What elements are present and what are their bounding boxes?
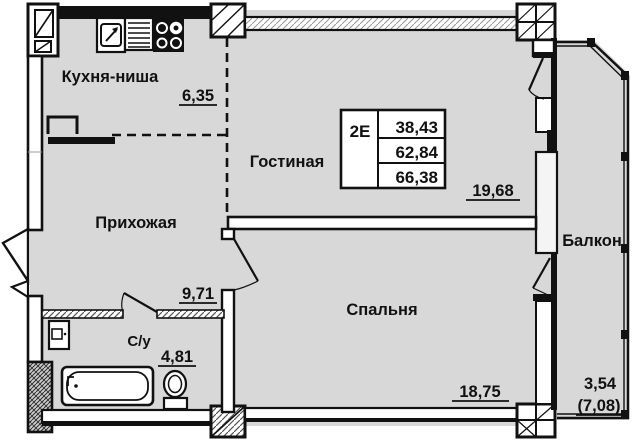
top-wall-kitchen [57,6,213,19]
balcony-area: 3,54 [584,375,617,393]
hallway-area: 9,71 [182,285,214,303]
legend-value-living: 38,43 [395,118,438,137]
bathroom-fixtures [47,319,189,411]
stove-icon [153,18,184,52]
balcony-label: Балкон [562,232,622,250]
bedroom-balcony-door-sill [533,294,557,301]
living-balcony-door-header [533,52,557,58]
bathroom-area: 4,81 [161,348,193,366]
right-window-2 [535,300,553,405]
balcony-floor [557,40,629,420]
washing-machine-icon [47,319,71,351]
bedroom-door [233,238,259,291]
bedroom-left-wall [220,288,236,414]
sink-icon [95,16,127,54]
column-top-middle [209,2,247,39]
outer-walls [26,2,559,439]
bathroom-top-wall-left [41,309,124,319]
legend-value-area: 62,84 [395,143,438,162]
kitchen-area: 6,35 [182,87,214,105]
hallway-label: Прихожая [95,214,176,232]
bathtub-icon [60,365,155,407]
right-window-wide [534,150,559,255]
living-label: Гостиная [250,153,325,171]
bathroom-top-wall-right [156,309,225,319]
right-wall-black-segment [547,130,557,154]
bedroom-left-wall-stub [220,227,236,241]
bottom-window-bedroom-sill [245,418,517,422]
doors [1,57,551,313]
living-bedroom-wall [226,215,538,231]
bottom-window-bath-sill [42,421,211,426]
living-area: 19,68 [472,182,513,200]
legend-value-total: 66,38 [395,168,438,187]
railing-posts [587,38,629,419]
kitchen-fixtures [95,16,184,54]
toilet-icon [162,369,189,411]
bathroom-door [121,292,158,313]
left-wall-upper [26,54,44,232]
left-wall-lower [26,294,44,364]
right-window-1 [535,97,553,133]
bedroom-area: 18,75 [459,383,500,401]
column-top-right [515,2,557,42]
balcony-area-full: (7,08) [577,397,620,415]
bedroom-label: Спальня [346,301,417,319]
top-window-wall [243,15,519,32]
dish-rack-icon [123,16,155,52]
vent-shaft-top [26,2,60,58]
interior-walls [41,38,538,414]
living-balcony-door [527,57,545,100]
column-bottom-right [515,402,557,439]
kitchen-counter [46,115,115,144]
balcony-railing [557,38,630,420]
legend-box: 2Е 38,43 62,84 66,38 [339,108,447,190]
legend-type: 2Е [350,122,371,141]
kitchen-label: Кухня-ниша [62,68,160,86]
entrance-door [1,226,30,299]
room-labels: Кухня-ниша 6,35 Гостиная 19,68 Прихожая … [62,68,622,416]
bathroom-label: С/у [127,333,151,350]
bedroom-balcony-door [532,257,551,297]
